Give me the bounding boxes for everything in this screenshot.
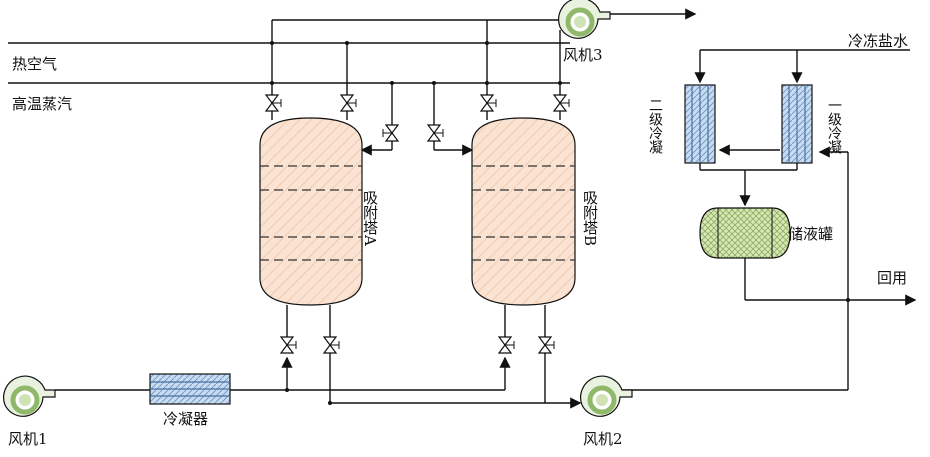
fan3-icon xyxy=(558,0,611,39)
valve-b-bottom-2 xyxy=(537,336,555,354)
valve-a-bottom-1 xyxy=(279,336,297,354)
fan2-label: 风机2 xyxy=(583,430,623,448)
brine-label: 冷冻盐水 xyxy=(848,32,908,50)
valve-b-bottom-1 xyxy=(497,336,515,354)
condenser-icon xyxy=(149,373,231,405)
hot-steam-label: 高温蒸汽 xyxy=(12,95,72,113)
valve-b-top-2 xyxy=(552,94,570,112)
tower-b-label: 吸附塔B xyxy=(581,190,599,246)
stage2-label: 二级冷凝 xyxy=(647,98,663,155)
fan1-icon xyxy=(3,375,56,417)
valve-a-bottom-2 xyxy=(322,336,340,354)
reuse-label: 回用 xyxy=(877,269,907,287)
stage1-condenser-icon xyxy=(781,84,813,164)
hot-air-label: 热空气 xyxy=(12,55,57,73)
tower-a xyxy=(259,117,363,306)
tower-a-label: 吸附塔A xyxy=(361,190,379,246)
fan3-label: 风机3 xyxy=(563,46,603,64)
valve-a-top-1 xyxy=(264,94,282,112)
stage1-label: 一级冷凝 xyxy=(826,98,842,155)
valve-b-top-1 xyxy=(479,94,497,112)
storage-tank-icon xyxy=(699,207,791,259)
storage-tank-label: 储液罐 xyxy=(788,225,833,243)
valve-a-top-2 xyxy=(339,94,357,112)
condenser-label: 冷凝器 xyxy=(163,410,208,428)
valve-crossover-b xyxy=(426,124,444,142)
valve-crossover-a xyxy=(382,124,400,142)
fan1-label: 风机1 xyxy=(8,430,48,448)
tower-b xyxy=(471,117,576,306)
fan2-icon xyxy=(580,375,633,417)
stage2-condenser-icon xyxy=(684,84,716,164)
junction-dot xyxy=(846,298,850,302)
